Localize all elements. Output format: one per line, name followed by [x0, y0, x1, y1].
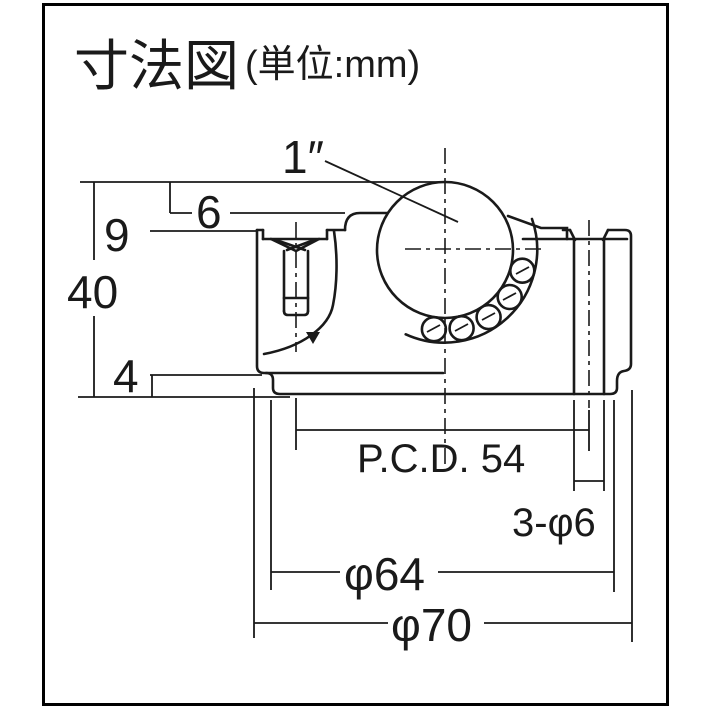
ball-assembly	[343, 180, 629, 344]
bearing-balls	[420, 257, 536, 343]
dimension-labels: 1″ 6 9 40 4 P.C.D. 54 3-φ6 φ64 φ70	[67, 131, 596, 651]
drawing-unit-label: (単位:mm)	[245, 44, 420, 86]
label-base-diameter: φ64	[344, 548, 425, 600]
ball-diameter-leader	[324, 160, 459, 223]
retainer-cap-left	[343, 211, 389, 232]
label-dim-6: 6	[196, 186, 222, 238]
inner-bore-wall	[262, 229, 338, 356]
label-ball-diameter: 1″	[282, 131, 324, 183]
dimension-lines	[78, 160, 633, 642]
retainer-cap-right	[506, 214, 569, 241]
drawing-border-frame	[42, 3, 669, 706]
label-pcd: P.C.D. 54	[357, 437, 525, 481]
label-outer-diameter: φ70	[391, 599, 472, 651]
flange-mounting-hole	[568, 228, 610, 396]
countersunk-screw-hole	[261, 228, 329, 317]
label-dim-4: 4	[113, 350, 139, 402]
seam-mark-triangle	[306, 332, 320, 344]
drawing-title: 寸法図	[74, 35, 239, 97]
label-mounting-holes: 3-φ6	[512, 501, 596, 545]
label-dim-40: 40	[67, 266, 118, 318]
label-dim-9: 9	[104, 209, 130, 261]
centerlines	[295, 148, 590, 470]
